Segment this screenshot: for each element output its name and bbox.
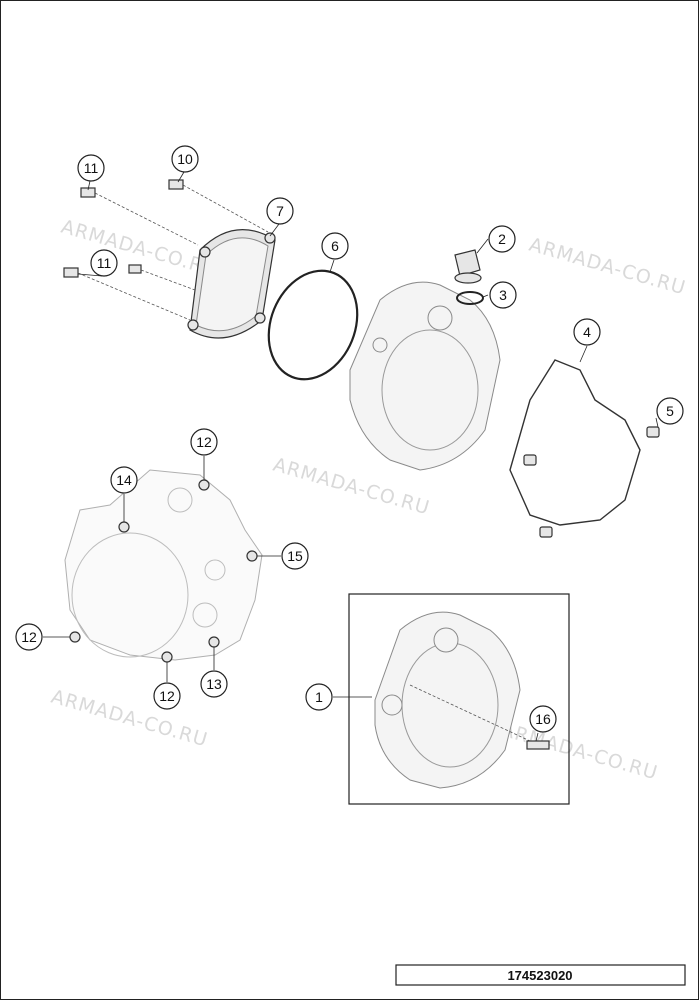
fastener-12-left xyxy=(69,631,81,643)
callout-13: 13 xyxy=(200,670,228,698)
callout-2: 2 xyxy=(488,225,516,253)
callout-12-bottom: 12 xyxy=(153,682,181,710)
svg-text:14: 14 xyxy=(116,472,132,488)
fastener-15 xyxy=(246,550,258,562)
svg-text:6: 6 xyxy=(331,238,339,254)
svg-text:5: 5 xyxy=(666,403,674,419)
callout-11-bottom: 11 xyxy=(90,249,118,277)
svg-text:3: 3 xyxy=(499,287,507,303)
callout-10: 10 xyxy=(171,145,199,173)
callouts: 11 10 7 6 2 3 11 4 xyxy=(15,145,684,733)
fastener-14 xyxy=(118,521,130,533)
fastener-13 xyxy=(208,636,220,648)
gasket-part xyxy=(509,359,641,526)
seal-ring-part xyxy=(456,291,484,305)
svg-text:12: 12 xyxy=(159,688,175,704)
svg-text:10: 10 xyxy=(177,151,193,167)
dowel-pins xyxy=(523,426,660,538)
bolt-10 xyxy=(168,179,184,190)
callout-3: 3 xyxy=(489,281,517,309)
svg-text:12: 12 xyxy=(21,629,37,645)
callout-7: 7 xyxy=(266,197,294,225)
oil-plug-part xyxy=(454,249,481,277)
clutch-cover-inner xyxy=(195,237,269,332)
leader-lines xyxy=(43,171,659,742)
fastener-12-top xyxy=(198,479,210,491)
inset-box xyxy=(348,593,570,805)
drawing-number-box: 174523020 xyxy=(395,964,686,986)
svg-text:7: 7 xyxy=(276,203,284,219)
svg-text:12: 12 xyxy=(196,434,212,450)
svg-text:13: 13 xyxy=(206,676,222,692)
fastener-12-bottom xyxy=(161,651,173,663)
callout-1: 1 xyxy=(305,683,333,711)
clutch-cover-assembly xyxy=(63,179,276,339)
oil-plug-assembly xyxy=(454,249,484,305)
svg-text:11: 11 xyxy=(97,255,112,271)
callout-15: 15 xyxy=(281,542,309,570)
callout-12-left: 12 xyxy=(15,623,43,651)
callout-16: 16 xyxy=(529,705,557,733)
svg-text:16: 16 xyxy=(535,711,551,727)
lower-cover-outline xyxy=(64,469,263,661)
drawing-number: 174523020 xyxy=(507,968,572,983)
bolt-11-bottom xyxy=(63,267,79,278)
svg-text:1: 1 xyxy=(315,689,323,705)
callout-4: 4 xyxy=(573,318,601,346)
pin-16-part xyxy=(526,740,550,750)
callout-5: 5 xyxy=(656,397,684,425)
svg-text:4: 4 xyxy=(583,324,591,340)
callout-14: 14 xyxy=(110,466,138,494)
callout-11-top: 11 xyxy=(77,154,105,182)
watermark-5: ARMADA-CO.RU xyxy=(499,719,661,785)
callout-6: 6 xyxy=(321,232,349,260)
watermark-4: ARMADA-CO.RU xyxy=(49,686,211,752)
callout-12-top: 12 xyxy=(190,428,218,456)
bolt-11-top xyxy=(80,187,96,198)
o-ring-part xyxy=(267,269,359,381)
clutch-housing-cover xyxy=(349,281,501,471)
watermark-2: ARMADA-CO.RU xyxy=(527,234,689,300)
svg-text:11: 11 xyxy=(84,160,99,176)
bolt-11-mid xyxy=(128,264,142,274)
svg-text:15: 15 xyxy=(287,548,303,564)
svg-text:2: 2 xyxy=(498,231,506,247)
inset-cover-part xyxy=(374,611,550,789)
